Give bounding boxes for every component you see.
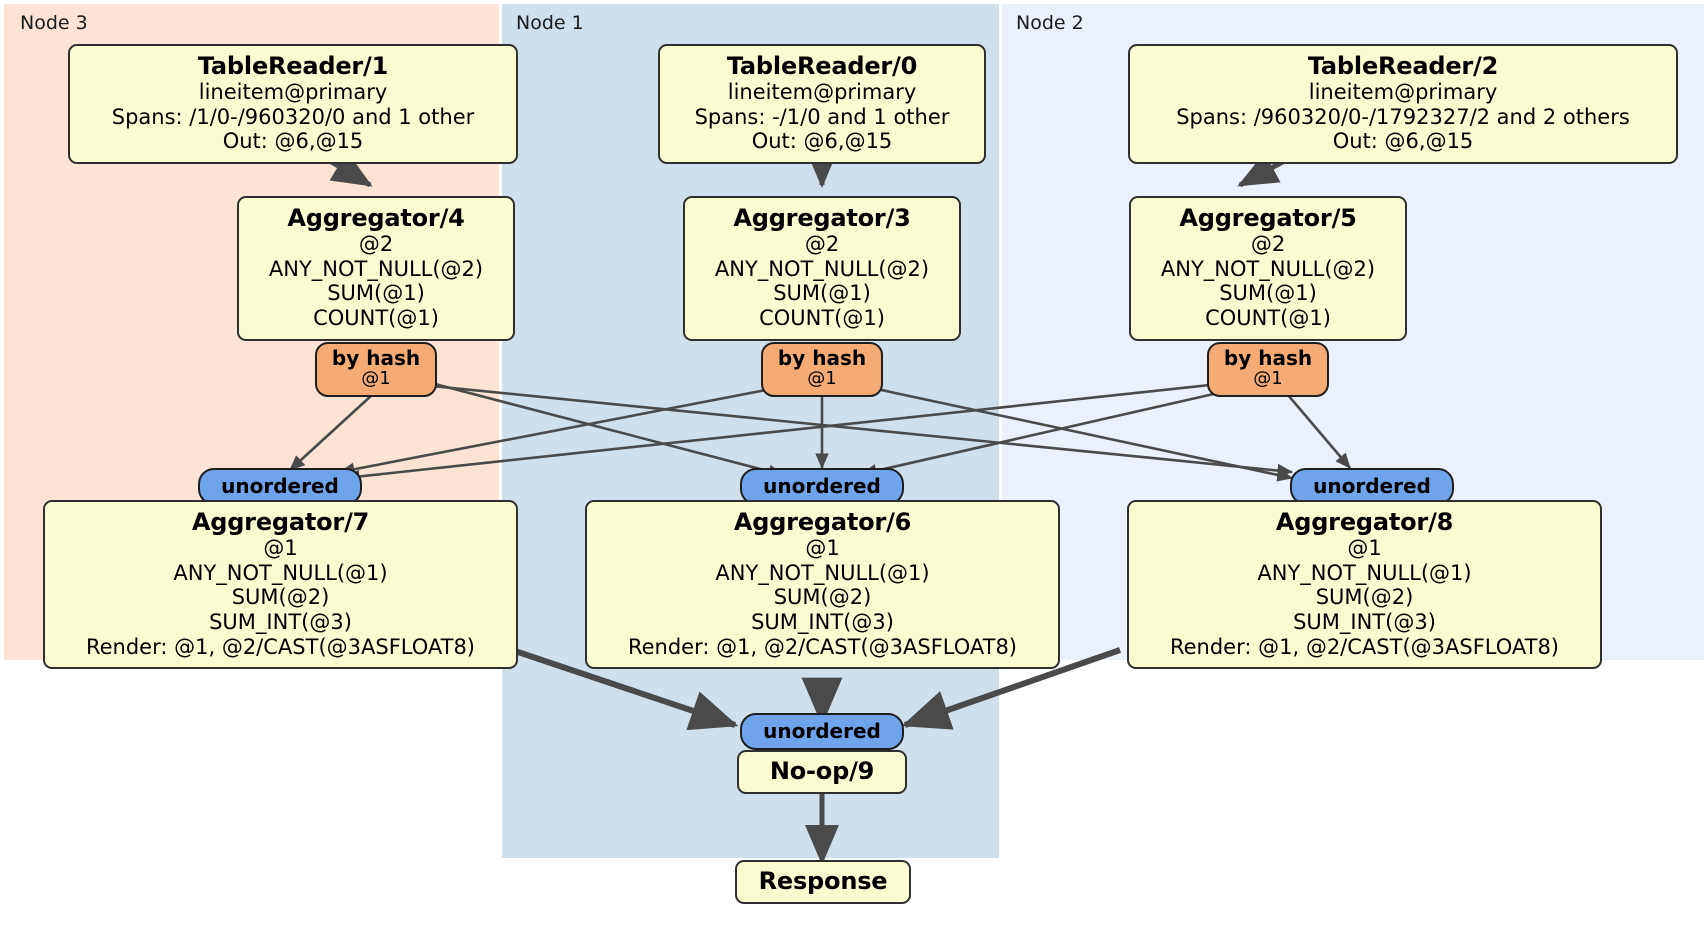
processor-title: Aggregator/7 <box>191 508 370 536</box>
processor-title: TableReader/2 <box>1307 52 1499 80</box>
processor-title: Aggregator/6 <box>733 508 912 536</box>
processor-line: Spans: -/1/0 and 1 other <box>694 104 950 129</box>
processor-aggregator-6[interactable]: Aggregator/6 @1 ANY_NOT_NULL(@1) SUM(@2)… <box>585 500 1060 670</box>
node-label-node2: Node 2 <box>1016 12 1084 34</box>
input-sync-unordered-left[interactable]: unordered <box>198 468 362 505</box>
output-router-by-hash-center[interactable]: by hash @1 <box>761 342 883 398</box>
processor-tablereader-2[interactable]: TableReader/2 lineitem@primary Spans: /9… <box>1128 44 1678 164</box>
processor-title: No-op/9 <box>769 757 875 785</box>
processor-title: Aggregator/8 <box>1275 508 1454 536</box>
processor-line: Out: @6,@15 <box>1332 129 1474 154</box>
processor-line: SUM(@2) <box>773 585 872 610</box>
processor-no-op-9[interactable]: No-op/9 <box>737 750 907 795</box>
processor-aggregator-4[interactable]: Aggregator/4 @2 ANY_NOT_NULL(@2) SUM(@1)… <box>237 196 515 341</box>
node-label-node1: Node 1 <box>516 12 584 34</box>
processor-line: Spans: /1/0-/960320/0 and 1 other <box>111 104 475 129</box>
processor-title: Aggregator/4 <box>287 204 465 232</box>
processor-line: SUM(@2) <box>231 585 330 610</box>
processor-line: Render: @1, @2/CAST(@3ASFLOAT8) <box>1169 634 1560 659</box>
processor-line: @1 <box>263 536 298 561</box>
processor-response[interactable]: Response <box>735 860 911 905</box>
processor-line: lineitem@primary <box>1308 80 1498 105</box>
processor-line: Spans: /960320/0-/1792327/2 and 2 others <box>1176 104 1630 129</box>
processor-line: @2 <box>358 232 394 257</box>
processor-aggregator-3[interactable]: Aggregator/3 @2 ANY_NOT_NULL(@2) SUM(@1)… <box>683 196 961 341</box>
processor-line: @2 <box>804 232 840 257</box>
processor-title: TableReader/1 <box>197 52 389 80</box>
badge-label: by hash <box>777 346 867 370</box>
processor-line: COUNT(@1) <box>313 306 439 330</box>
processor-line: SUM(@2) <box>1315 585 1414 610</box>
input-sync-unordered-final[interactable]: unordered <box>740 713 904 750</box>
node-label-node3: Node 3 <box>20 12 88 34</box>
processor-aggregator-5[interactable]: Aggregator/5 @2 ANY_NOT_NULL(@2) SUM(@1)… <box>1129 196 1407 341</box>
badge-sublabel: @1 <box>361 368 391 390</box>
processor-line: ANY_NOT_NULL(@1) <box>173 560 388 585</box>
processor-line: COUNT(@1) <box>759 306 885 330</box>
processor-line: SUM(@1) <box>327 281 425 306</box>
processor-title: TableReader/0 <box>726 52 918 80</box>
processor-line: SUM(@1) <box>1219 281 1317 306</box>
processor-line: SUM_INT(@3) <box>751 610 894 634</box>
processor-line: SUM(@1) <box>773 281 871 306</box>
processor-aggregator-7[interactable]: Aggregator/7 @1 ANY_NOT_NULL(@1) SUM(@2)… <box>43 500 518 670</box>
input-sync-unordered-right[interactable]: unordered <box>1290 468 1454 505</box>
badge-label: by hash <box>331 346 421 370</box>
processor-line: ANY_NOT_NULL(@1) <box>715 560 930 585</box>
processor-line: @1 <box>1347 536 1382 561</box>
processor-line: @2 <box>1250 232 1286 257</box>
processor-line: lineitem@primary <box>198 80 388 105</box>
processor-line: ANY_NOT_NULL(@2) <box>268 256 484 281</box>
badge-label: unordered <box>763 719 881 743</box>
processor-line: Out: @6,@15 <box>222 129 364 154</box>
badge-sublabel: @1 <box>807 368 837 390</box>
processor-title: Aggregator/3 <box>733 204 911 232</box>
processor-line: SUM_INT(@3) <box>209 610 352 634</box>
processor-aggregator-8[interactable]: Aggregator/8 @1 ANY_NOT_NULL(@1) SUM(@2)… <box>1127 500 1602 670</box>
processor-title: Aggregator/5 <box>1179 204 1357 232</box>
processor-line: SUM_INT(@3) <box>1293 610 1436 634</box>
processor-line: COUNT(@1) <box>1205 306 1331 330</box>
processor-line: lineitem@primary <box>727 80 917 105</box>
output-router-by-hash-left[interactable]: by hash @1 <box>315 342 437 398</box>
badge-label: unordered <box>221 474 339 498</box>
badge-sublabel: @1 <box>1253 368 1283 390</box>
processor-line: @1 <box>805 536 840 561</box>
output-router-by-hash-right[interactable]: by hash @1 <box>1207 342 1329 398</box>
processor-tablereader-1[interactable]: TableReader/1 lineitem@primary Spans: /1… <box>68 44 518 164</box>
processor-tablereader-0[interactable]: TableReader/0 lineitem@primary Spans: -/… <box>658 44 986 164</box>
badge-label: unordered <box>763 474 881 498</box>
processor-title: Response <box>758 867 888 895</box>
processor-line: ANY_NOT_NULL(@2) <box>1160 256 1376 281</box>
processor-line: ANY_NOT_NULL(@1) <box>1257 560 1472 585</box>
processor-line: ANY_NOT_NULL(@2) <box>714 256 930 281</box>
badge-label: by hash <box>1223 346 1313 370</box>
processor-line: Render: @1, @2/CAST(@3ASFLOAT8) <box>627 634 1018 659</box>
processor-line: Render: @1, @2/CAST(@3ASFLOAT8) <box>85 634 476 659</box>
processor-line: Out: @6,@15 <box>751 129 893 154</box>
badge-label: unordered <box>1313 474 1431 498</box>
